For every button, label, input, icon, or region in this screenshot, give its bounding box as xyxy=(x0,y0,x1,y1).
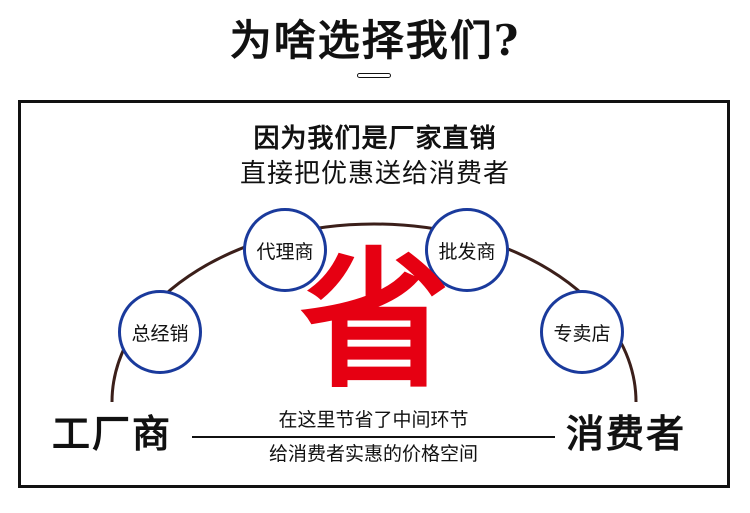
node-franchise-store: 专卖店 xyxy=(540,290,624,374)
title-underline-decoration xyxy=(357,73,391,78)
intro-subline: 直接把优惠送给消费者 xyxy=(239,159,510,189)
factory-label: 工厂商 xyxy=(52,411,173,456)
middle-divider-line xyxy=(192,436,555,438)
middle-text-top: 在这里节省了中间环节 xyxy=(278,409,469,431)
middle-text-bottom: 给消费者实惠的价格空间 xyxy=(268,443,478,465)
page-title: 为啥选择我们? xyxy=(229,16,521,65)
consumer-label: 消费者 xyxy=(566,411,687,456)
intro-headline: 因为我们是厂家直销 xyxy=(253,124,497,154)
node-wholesaler: 批发商 xyxy=(425,208,509,292)
node-general-distributor: 总经销 xyxy=(118,290,202,374)
save-character: 省 xyxy=(299,233,450,409)
content-frame xyxy=(18,100,730,488)
node-agent: 代理商 xyxy=(243,208,327,292)
